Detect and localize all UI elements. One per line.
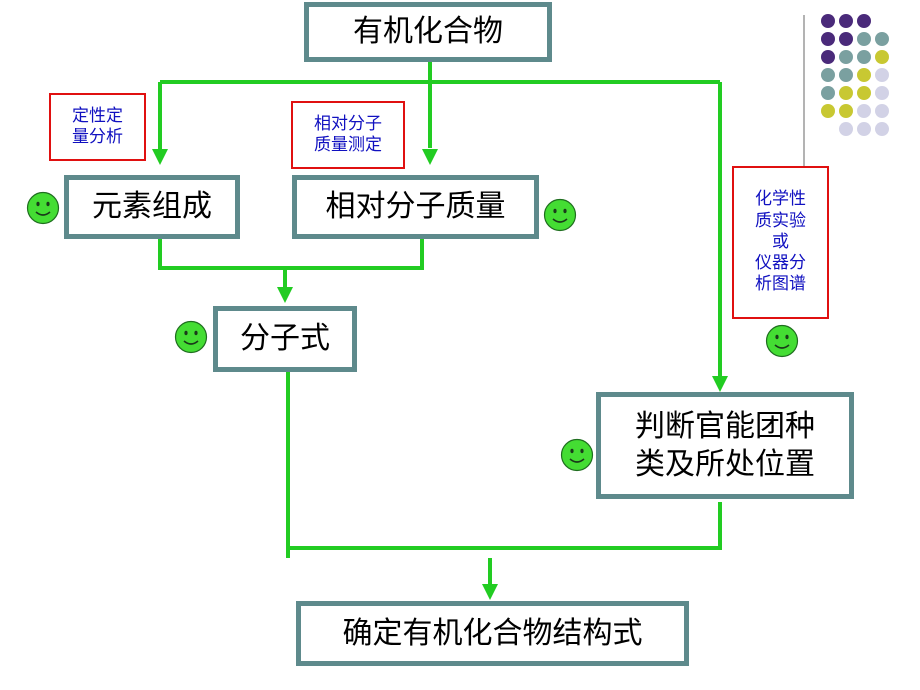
decorative-dot [875,104,889,118]
decorative-dot [857,14,871,28]
arrowhead-element-composition [152,149,168,165]
decorative-dot [839,104,853,118]
arrowhead-molecular-formula [277,287,293,303]
label-qualitative-quantitative-analysis: 定性定 量分析 [49,93,146,161]
decorative-dot [839,86,853,100]
decorative-dot [857,104,871,118]
decorative-dot [821,32,835,46]
decorative-dot [839,32,853,46]
smiley-icon [560,438,594,472]
smiley-icon [174,320,208,354]
decorative-dot [875,50,889,64]
connector-groups-down [288,502,722,550]
smiley-icon [26,191,60,225]
label-chemical-or-instrumental-analysis: 化学性 质实验 或 仪器分 析图谱 [732,166,829,319]
box-molecular-formula: 分子式 [213,306,357,372]
smiley-icon [765,324,799,358]
decorative-dot [857,122,871,136]
arrowhead-structural-formula [482,584,498,600]
decorative-dot [857,68,871,82]
box-relative-molecular-mass: 相对分子质量 [292,175,539,239]
decorative-dot [821,68,835,82]
decorative-dot [821,14,835,28]
box-element-composition: 元素组成 [64,175,240,239]
smiley-icon [543,198,577,232]
decorative-dot [857,86,871,100]
decorative-dot [839,122,853,136]
arrowhead-molecular-mass [422,149,438,165]
decorative-dot [875,86,889,100]
decorative-dot [875,32,889,46]
box-organic-compound: 有机化合物 [304,2,552,62]
arrowhead-functional-groups [712,376,728,392]
decorative-dot [839,68,853,82]
decorative-dot [857,32,871,46]
decorative-dot [821,86,835,100]
decorative-dot [875,122,889,136]
connector-merge-bar [158,239,424,270]
label-molecular-mass-measurement: 相对分子 质量测定 [291,101,405,169]
box-structural-formula: 确定有机化合物结构式 [296,601,689,666]
decorative-dot [821,50,835,64]
decorative-dot [857,50,871,64]
box-functional-groups: 判断官能团种 类及所处位置 [596,392,854,499]
decorative-dot [821,104,835,118]
decorative-dot [875,68,889,82]
decorative-dot [839,50,853,64]
decorative-dot [839,14,853,28]
